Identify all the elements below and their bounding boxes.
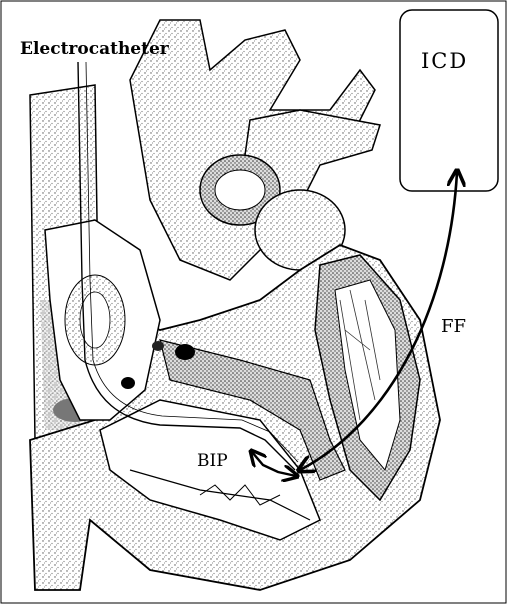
icd-label: ICD	[421, 49, 468, 73]
bip-label: BIP	[197, 451, 228, 471]
electrocatheter-label: Electrocatheter	[20, 39, 170, 59]
ff-label: FF	[441, 316, 466, 337]
icd-device-box	[400, 10, 498, 191]
